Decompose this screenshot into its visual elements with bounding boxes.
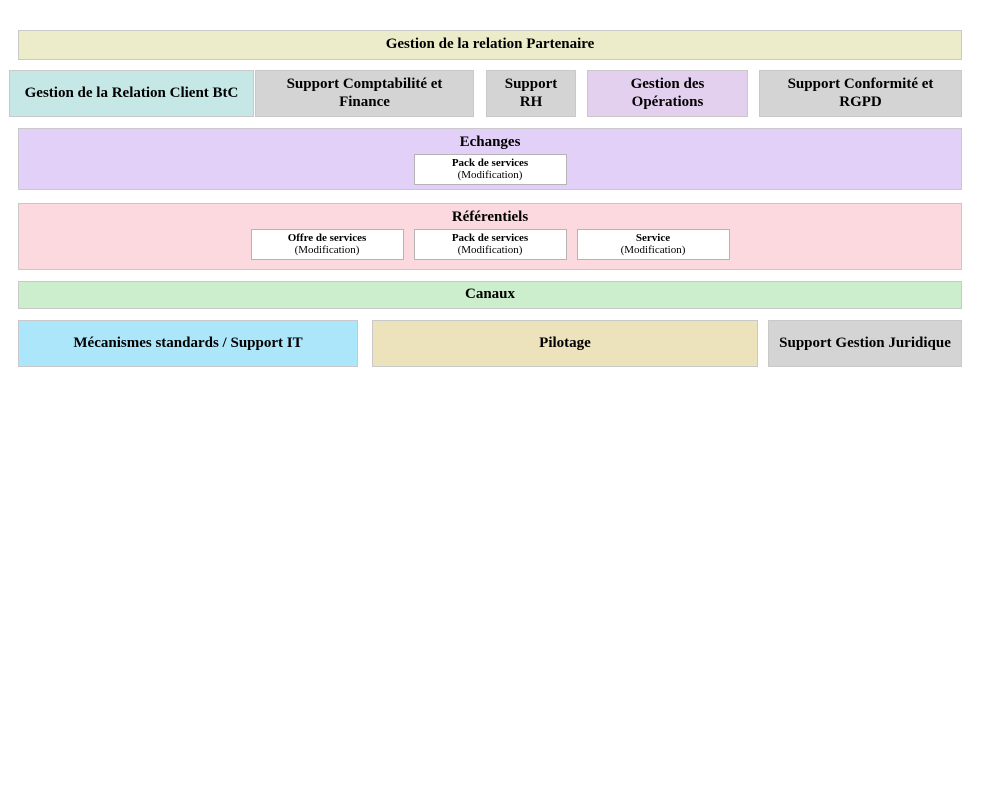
band-title-referentiels: Référentiels [451, 209, 529, 225]
block-support-conformite-rgpd[interactable]: Support Conformité et RGPD [759, 70, 962, 117]
block-label: Gestion de la relation Partenaire [385, 36, 595, 53]
block-gestion-relation-partenaire[interactable]: Gestion de la relation Partenaire [18, 30, 962, 60]
node-subtitle: (Modification) [294, 244, 360, 257]
node-subtitle: (Modification) [620, 244, 686, 257]
block-label: Support Gestion Juridique [779, 334, 951, 351]
band-echanges[interactable]: Echanges Pack de services (Modification) [18, 128, 962, 190]
block-label: Pilotage [539, 334, 591, 351]
node-subtitle: (Modification) [457, 169, 523, 182]
band-canaux[interactable]: Canaux [18, 281, 962, 309]
block-pilotage[interactable]: Pilotage [372, 320, 758, 367]
node-offre-de-services[interactable]: Offre de services (Modification) [250, 229, 404, 261]
band-referentiels[interactable]: Référentiels Offre de services (Modifica… [18, 203, 962, 270]
node-title: Pack de services [451, 157, 529, 170]
block-label: Gestion de la Relation Client BtC [24, 84, 239, 101]
band-title-echanges: Echanges [459, 134, 521, 150]
block-mecanismes-standards-support-it[interactable]: Mécanismes standards / Support IT [18, 320, 358, 367]
referentiels-node-list: Offre de services (Modification) Pack de… [19, 229, 961, 261]
node-service[interactable]: Service (Modification) [576, 229, 730, 261]
node-pack-de-services[interactable]: Pack de services (Modification) [413, 154, 567, 186]
node-title: Service [635, 232, 671, 245]
block-label: Mécanismes standards / Support IT [73, 334, 303, 351]
echanges-node-list: Pack de services (Modification) [19, 154, 961, 186]
node-title: Offre de services [287, 232, 367, 245]
node-subtitle: (Modification) [457, 244, 523, 257]
node-pack-de-services[interactable]: Pack de services (Modification) [413, 229, 567, 261]
block-gestion-relation-client-btc[interactable]: Gestion de la Relation Client BtC [9, 70, 254, 117]
block-label: Support RH [504, 76, 558, 110]
block-label: Gestion des Opérations [630, 76, 705, 110]
block-support-rh[interactable]: Support RH [486, 70, 576, 117]
block-support-gestion-juridique[interactable]: Support Gestion Juridique [768, 320, 962, 367]
block-gestion-des-operations[interactable]: Gestion des Opérations [587, 70, 748, 117]
block-label: Support Comptabilité et Finance [286, 76, 443, 110]
block-label: Support Conformité et RGPD [787, 76, 934, 110]
band-title-canaux: Canaux [464, 286, 516, 303]
node-title: Pack de services [451, 232, 529, 245]
block-support-comptabilite-finance[interactable]: Support Comptabilité et Finance [255, 70, 474, 117]
